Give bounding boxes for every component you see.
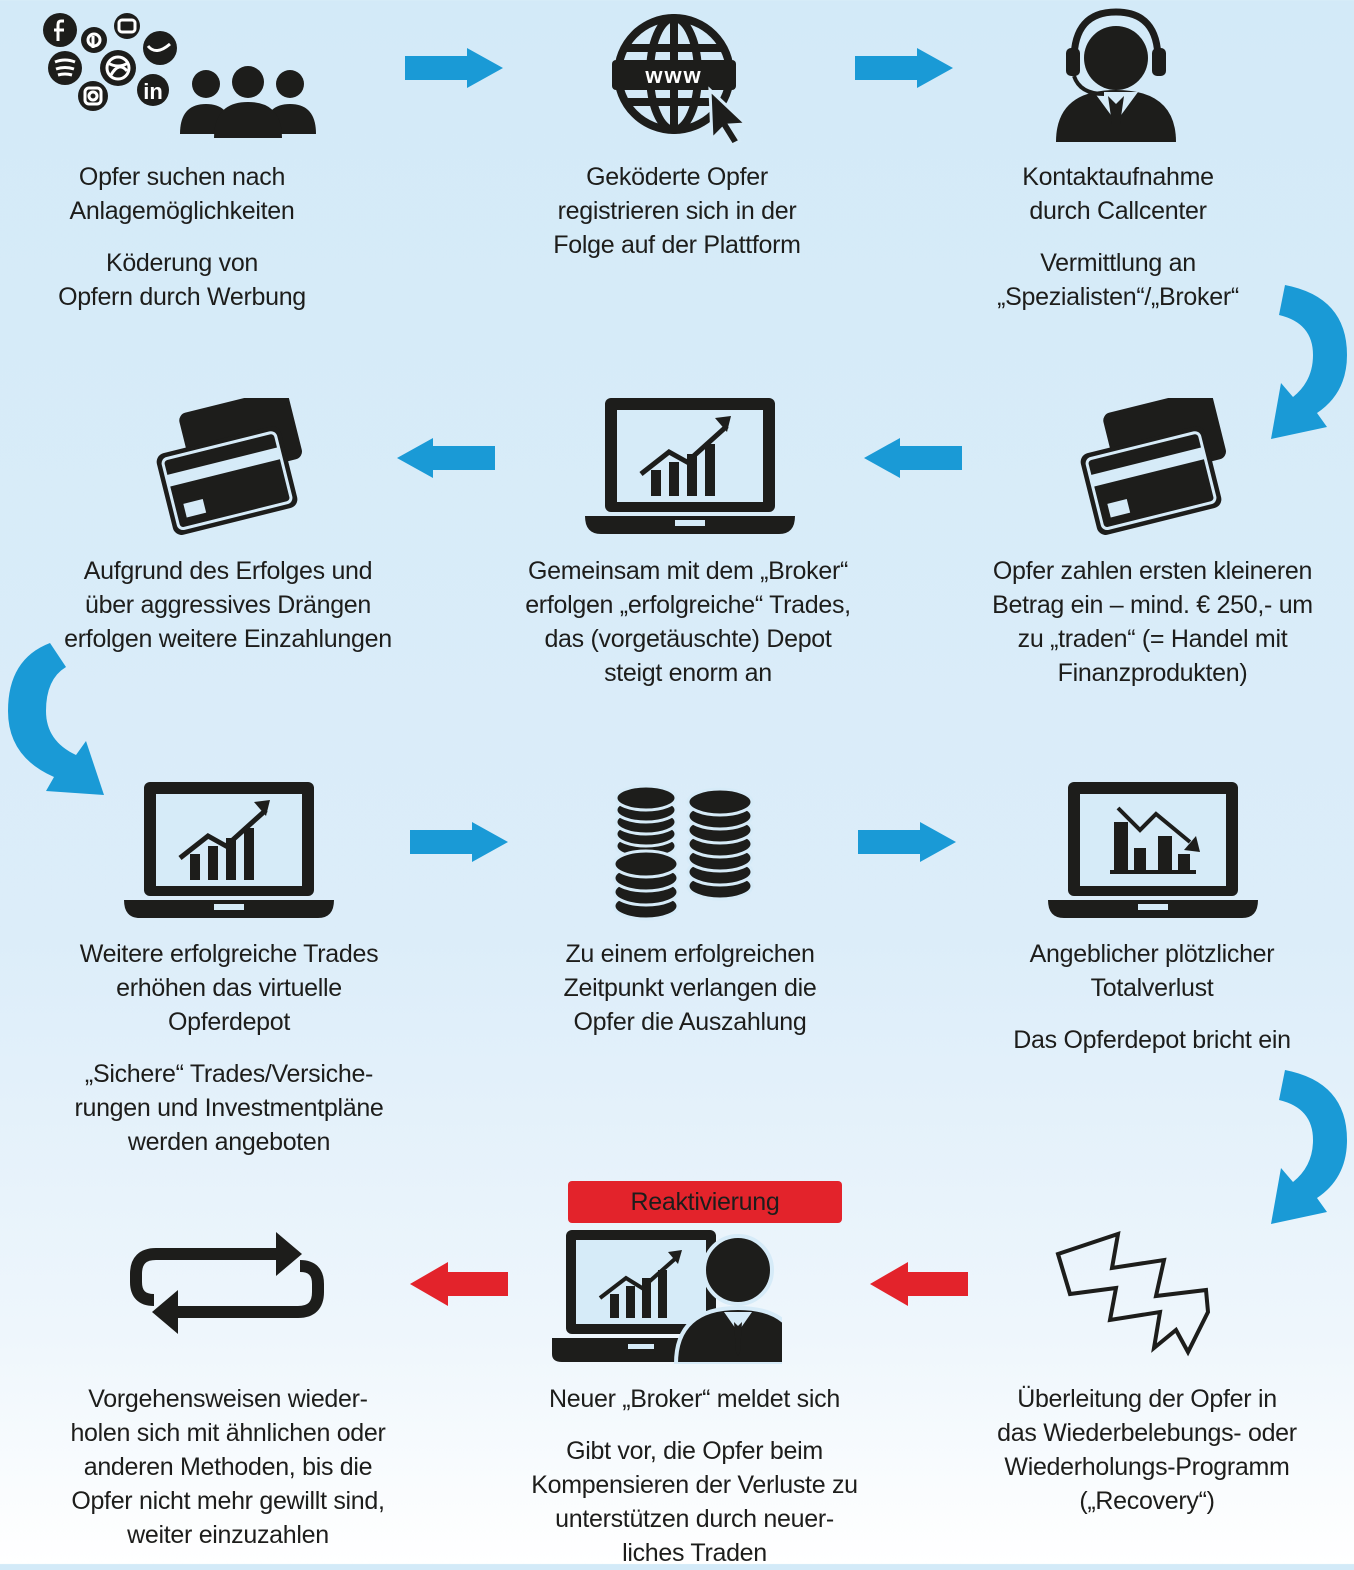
www-globe-icon: www bbox=[612, 14, 750, 145]
arrow-left-red-1 bbox=[410, 1262, 508, 1306]
laptop-broker-icon bbox=[552, 1230, 782, 1364]
curved-arrow-left bbox=[8, 643, 104, 795]
step-12-text: Vorgehensweisen wieder-holen sich mit äh… bbox=[70, 1385, 386, 1549]
laptop-chart-up-icon-1 bbox=[585, 398, 795, 534]
people-icon bbox=[180, 66, 316, 138]
lightning-icon bbox=[1055, 1231, 1211, 1357]
coins-stack-icon bbox=[612, 784, 754, 921]
repeat-icon bbox=[130, 1232, 324, 1334]
credit-card-icon-2 bbox=[156, 398, 302, 535]
reactivation-badge: Reaktivierung bbox=[568, 1181, 842, 1223]
credit-card-icon-1 bbox=[1080, 398, 1226, 535]
arrow-left-red-2 bbox=[870, 1262, 968, 1306]
headset-agent-icon bbox=[1056, 8, 1176, 142]
step-11-text: Neuer „Broker“ meldet sich Gibt vor, die… bbox=[531, 1385, 858, 1567]
laptop-chart-down-icon bbox=[1048, 782, 1258, 918]
arrow-right-2 bbox=[855, 48, 953, 88]
curved-arrow-right-2 bbox=[1271, 1070, 1347, 1224]
laptop-chart-up-icon-2 bbox=[124, 782, 334, 918]
arrow-left-2 bbox=[864, 438, 962, 478]
step-5-text: Gemeinsam mit dem „Broker“erfolgen „erfo… bbox=[525, 557, 851, 687]
arrow-right-1 bbox=[405, 48, 503, 88]
curved-arrow-right-1 bbox=[1271, 285, 1347, 439]
arrow-left-1 bbox=[397, 438, 495, 478]
arrow-right-4 bbox=[858, 822, 956, 862]
svg-text:www: www bbox=[644, 63, 702, 88]
svg-text:in: in bbox=[143, 79, 163, 104]
social-media-icon: in bbox=[43, 13, 177, 111]
arrow-right-3 bbox=[410, 822, 508, 862]
